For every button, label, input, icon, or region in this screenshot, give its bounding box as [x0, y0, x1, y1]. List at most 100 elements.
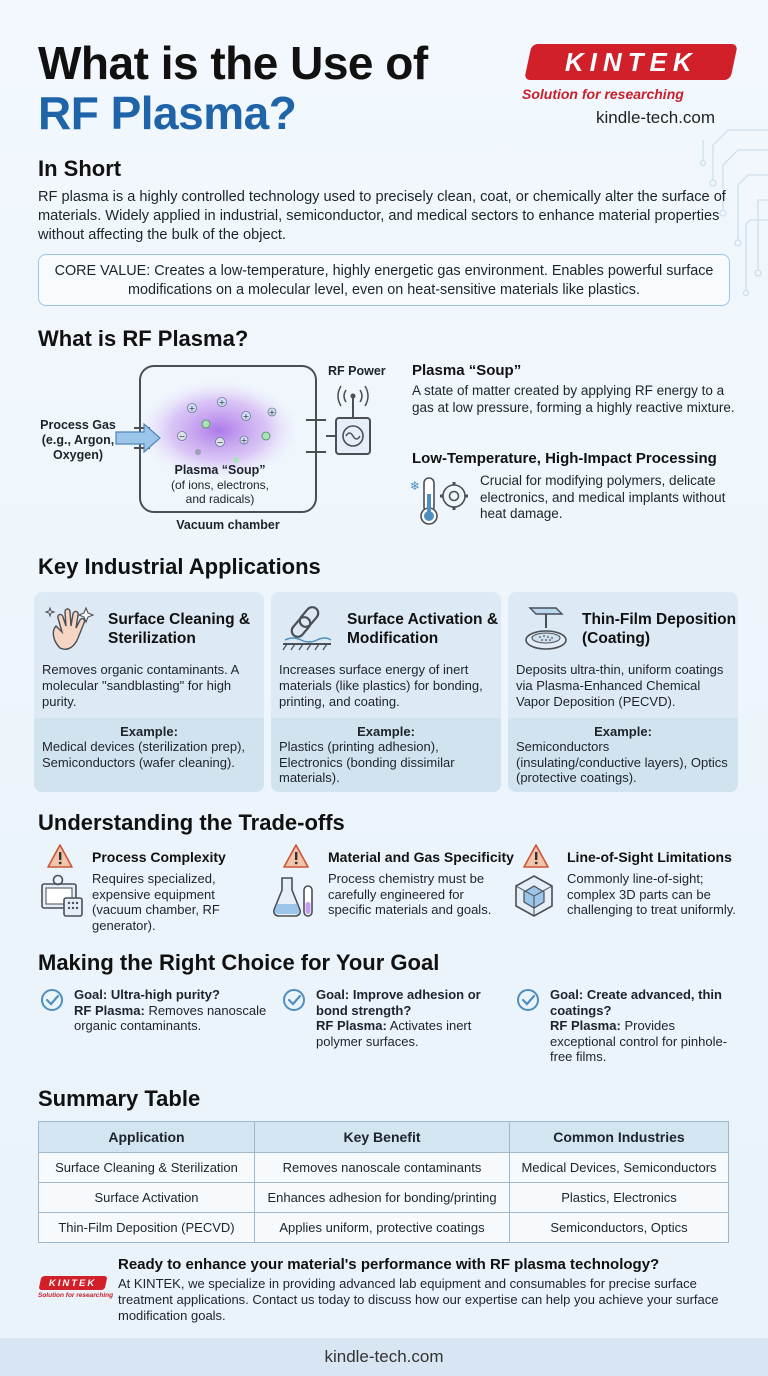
goal-text: Goal: Improve adhesion or bond strength?	[316, 987, 481, 1018]
column-header: Application	[38, 1121, 255, 1153]
svg-text:+: +	[219, 398, 226, 407]
plasma-soup-label: Plasma “Soup”	[174, 463, 266, 477]
table-cell: Removes nanoscale contaminants	[254, 1152, 510, 1183]
process-gas-label: Process Gas (e.g., Argon, Oxygen)	[40, 418, 116, 462]
rf-plasma-label: RF Plasma:	[316, 1018, 387, 1033]
svg-text:−: −	[179, 432, 186, 441]
chain-link-icon	[282, 606, 332, 651]
example-panel	[271, 718, 501, 792]
example-label: Example:	[120, 724, 178, 739]
rf-plasma-text: Activates inert polymer surfaces.	[316, 1018, 472, 1049]
page-title-line2: RF Plasma?	[38, 87, 297, 139]
svg-text:+: +	[269, 408, 276, 417]
tradeoffs-heading: Understanding the Trade-offs	[38, 810, 345, 835]
applications-heading: Key Industrial Applications	[38, 554, 321, 579]
kintek-mini-logo: KINTEK	[38, 1276, 108, 1290]
example-text: Semiconductors (insulating/conductive la…	[516, 739, 728, 785]
in-short-text: RF plasma is a highly controlled technol…	[38, 189, 726, 243]
example-panel	[34, 718, 264, 792]
rf-plasma-diagram: + + + − − + +	[115, 365, 371, 513]
flask-icon	[273, 877, 313, 917]
warning-icon	[283, 844, 309, 868]
svg-text:+: +	[243, 412, 250, 421]
column-header: Key Benefit	[254, 1121, 510, 1153]
logo-text: KINTEK	[564, 46, 698, 77]
tradeoff-text: Requires specialized, expensive equipmen…	[92, 871, 220, 933]
vacuum-chamber-label: Vacuum chamber	[176, 518, 280, 532]
in-short-heading: In Short	[38, 156, 122, 181]
logo-tagline: Solution for researching	[522, 86, 684, 102]
goal-text: Goal: Create advanced, thin coatings?	[550, 987, 722, 1018]
plasma-soup-text: A state of matter created by applying RF…	[412, 383, 735, 415]
example-label: Example:	[594, 724, 652, 739]
equipment-icon	[41, 874, 83, 917]
mini-logo-tagline: Solution for researching	[38, 1292, 114, 1299]
core-value-box: CORE VALUE: Creates a low-temperature, h…	[38, 254, 730, 306]
table-row: Thin-Film Deposition (PECVD) Applies uni…	[38, 1212, 729, 1243]
example-panel	[508, 718, 738, 792]
svg-text:❄: ❄	[410, 479, 420, 493]
example-text: Plastics (printing adhesion), Electronic…	[279, 739, 455, 785]
card-title: Surface Activation & Modification	[347, 611, 499, 647]
table-cell: Surface Cleaning & Sterilization	[38, 1152, 255, 1183]
rf-plasma-label: RF Plasma:	[74, 1002, 145, 1018]
circuit-decoration-icon	[699, 129, 768, 297]
table-cell: Thin-Film Deposition (PECVD)	[38, 1212, 255, 1243]
table-cell: Medical Devices, Semiconductors	[509, 1152, 729, 1183]
cube-icon	[515, 875, 553, 917]
svg-text:+: +	[241, 436, 248, 445]
card-description: Removes organic contaminants. A molecula…	[42, 662, 239, 709]
card-description: Deposits ultra-thin, uniform coatings vi…	[516, 662, 724, 709]
table-header-row: Application Key Benefit Common Industrie…	[38, 1121, 729, 1153]
column-header: Common Industries	[509, 1121, 729, 1153]
check-circle-icon	[517, 989, 539, 1011]
thermometer-gear-icon: ❄	[410, 477, 468, 525]
deposition-icon	[525, 607, 567, 650]
summary-heading: Summary Table	[38, 1086, 201, 1111]
footer-website-link[interactable]: kindle-tech.com	[0, 1338, 768, 1376]
table-row: Surface Cleaning & Sterilization Removes…	[38, 1152, 729, 1183]
table-cell: Enhances adhesion for bonding/printing	[254, 1182, 510, 1213]
kintek-logo: KINTEK	[524, 44, 738, 80]
plasma-soup-sub: (of ions, electrons, and radicals)	[170, 478, 270, 506]
tradeoff-title: Material and Gas Specificity	[328, 849, 514, 865]
tradeoff-text: Commonly line-of-sight; complex 3D parts…	[567, 871, 736, 917]
card-title: Thin-Film Deposition (Coating)	[582, 611, 737, 647]
goal-item: Goal: Create advanced, thin coatings? RF…	[550, 987, 742, 1065]
svg-text:−: −	[217, 438, 224, 447]
card-description: Increases surface energy of inert materi…	[279, 662, 483, 709]
rf-power-label: RF Power	[328, 364, 386, 378]
low-temp-text: Crucial for modifying polymers, delicate…	[480, 473, 726, 521]
cta-heading: Ready to enhance your material's perform…	[118, 1256, 660, 1273]
warning-icon	[47, 844, 73, 868]
goal-item: Goal: Ultra-high purity? RF Plasma: Remo…	[74, 987, 274, 1034]
goal-item: Goal: Improve adhesion or bond strength?…	[316, 987, 498, 1049]
summary-table: Application Key Benefit Common Industrie…	[38, 1121, 729, 1243]
plasma-soup-heading: Plasma “Soup”	[412, 362, 522, 379]
table-row: Surface Activation Enhances adhesion for…	[38, 1182, 729, 1213]
tradeoff-title: Process Complexity	[92, 849, 226, 865]
card-thin-film: Thin-Film Deposition (Coating) Deposits …	[508, 592, 738, 792]
example-text: Medical devices (sterilization prep), Se…	[42, 739, 246, 770]
table-cell: Semiconductors, Optics	[509, 1212, 729, 1243]
page-title-line1: What is the Use of	[38, 37, 428, 89]
check-circle-icon	[283, 989, 305, 1011]
goals-heading: Making the Right Choice for Your Goal	[38, 950, 440, 975]
table-cell: Plastics, Electronics	[509, 1182, 729, 1213]
tradeoff-title: Line-of-Sight Limitations	[567, 849, 732, 865]
what-is-heading: What is RF Plasma?	[38, 326, 249, 351]
low-temp-heading: Low-Temperature, High-Impact Processing	[412, 450, 717, 467]
rf-plasma-text: Removes nanoscale organic contaminants.	[74, 1002, 267, 1034]
rf-plasma-label: RF Plasma:	[550, 1018, 621, 1033]
tradeoff-text: Process chemistry must be carefully engi…	[328, 871, 492, 917]
table-cell: Surface Activation	[38, 1182, 255, 1213]
table-cell: Applies uniform, protective coatings	[254, 1212, 510, 1243]
card-title: Surface Cleaning & Sterilization	[108, 611, 251, 647]
cta-text: At KINTEK, we specialize in providing ad…	[118, 1276, 719, 1323]
svg-text:+: +	[189, 404, 196, 413]
hand-sparkle-icon	[44, 606, 95, 650]
example-label: Example:	[357, 724, 415, 739]
goal-text: Goal: Ultra-high purity?	[74, 987, 220, 1002]
card-surface-activation: Surface Activation & Modification Increa…	[271, 592, 501, 792]
